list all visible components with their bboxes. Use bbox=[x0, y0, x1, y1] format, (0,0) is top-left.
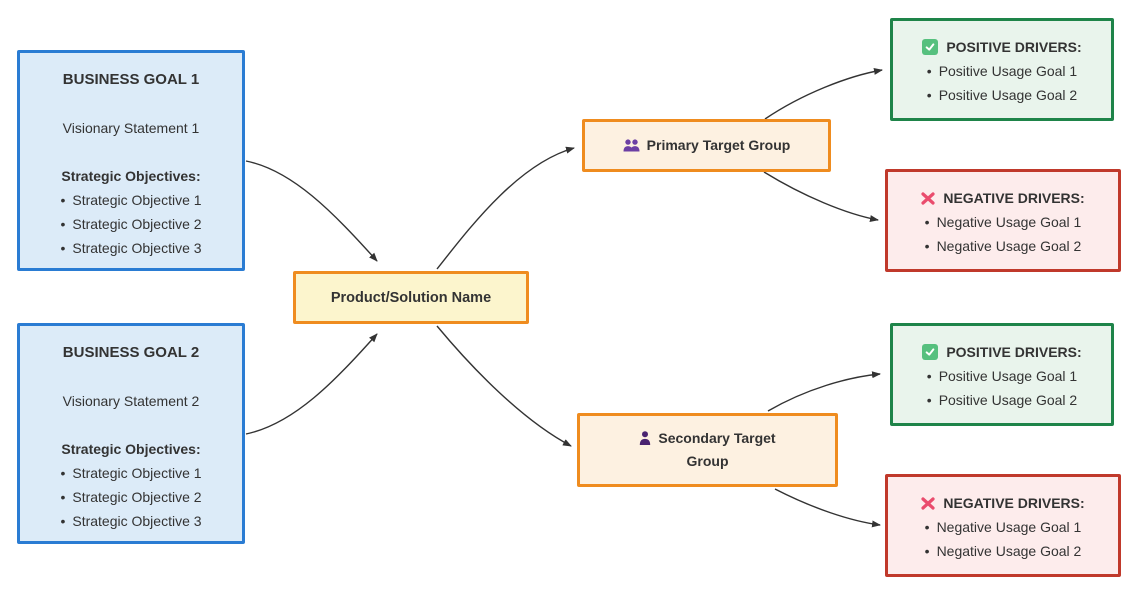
secondary-target-group-node: Secondary Target Group bbox=[577, 413, 838, 487]
negative-drivers-title-row: NEGATIVE DRIVERS: bbox=[888, 186, 1118, 210]
edge-primary-to-positive bbox=[764, 67, 883, 120]
edge-secondary-to-positive bbox=[767, 371, 881, 412]
spacer bbox=[20, 365, 242, 389]
objective-item: • Strategic Objective 1 bbox=[20, 188, 242, 212]
positive-drivers-title-row: POSITIVE DRIVERS: bbox=[893, 340, 1111, 364]
positive-driver-item: • Positive Usage Goal 1 bbox=[893, 364, 1111, 388]
objectives-heading: Strategic Objectives: bbox=[61, 168, 201, 184]
person-icon bbox=[640, 431, 651, 445]
spacer bbox=[20, 140, 242, 164]
bullet-dot: • bbox=[60, 513, 66, 529]
primary-target-group-content: Primary Target Group bbox=[623, 134, 791, 157]
positive-driver-item: • Positive Usage Goal 1 bbox=[893, 59, 1111, 83]
product-solution-label: Product/Solution Name bbox=[330, 289, 492, 306]
bullet-dot: • bbox=[924, 519, 930, 535]
negative-driver-item: • Negative Usage Goal 2 bbox=[888, 234, 1118, 258]
objective-text: Strategic Objective 3 bbox=[72, 513, 202, 529]
objective-item: • Strategic Objective 2 bbox=[20, 212, 242, 236]
negative-driver-item: • Negative Usage Goal 1 bbox=[888, 515, 1118, 539]
edge-secondary-to-negative bbox=[774, 488, 881, 528]
business-goal-1-title: BUSINESS GOAL 1 bbox=[62, 71, 200, 88]
objective-text: Strategic Objective 3 bbox=[72, 240, 202, 256]
business-goal-2-vision: Visionary Statement 2 bbox=[62, 393, 200, 409]
negative-drivers-secondary-node: NEGATIVE DRIVERS: • Negative Usage Goal 1… bbox=[885, 474, 1121, 577]
edge-goal2-to-product bbox=[245, 333, 378, 435]
bullet-dot: • bbox=[926, 63, 932, 79]
positive-drivers-primary-node: POSITIVE DRIVERS: • Positive Usage Goal 1… bbox=[890, 18, 1114, 121]
people-group-icon bbox=[623, 139, 640, 152]
objective-item: • Strategic Objective 1 bbox=[20, 461, 242, 485]
objective-text: Strategic Objective 2 bbox=[72, 216, 202, 232]
cross-icon bbox=[921, 496, 935, 510]
cross-icon bbox=[921, 191, 935, 205]
positive-driver-item: • Positive Usage Goal 2 bbox=[893, 83, 1111, 107]
objective-item: • Strategic Objective 3 bbox=[20, 236, 242, 260]
bullet-dot: • bbox=[926, 87, 932, 103]
driver-text: Negative Usage Goal 2 bbox=[936, 543, 1082, 559]
secondary-target-group-label: Secondary Target Group bbox=[658, 430, 776, 469]
positive-drivers-title-row: POSITIVE DRIVERS: bbox=[893, 35, 1111, 59]
positive-driver-item: • Positive Usage Goal 2 bbox=[893, 388, 1111, 412]
bullet-dot: • bbox=[60, 489, 66, 505]
edge-product-to-secondary bbox=[436, 325, 572, 447]
bullet-dot: • bbox=[60, 192, 66, 208]
driver-text: Positive Usage Goal 1 bbox=[938, 368, 1078, 384]
bullet-dot: • bbox=[924, 543, 930, 559]
bullet-dot: • bbox=[60, 216, 66, 232]
bullet-dot: • bbox=[60, 240, 66, 256]
bullet-dot: • bbox=[926, 392, 932, 408]
product-solution-node: Product/Solution Name bbox=[293, 271, 529, 324]
driver-text: Positive Usage Goal 2 bbox=[938, 87, 1078, 103]
objective-item: • Strategic Objective 2 bbox=[20, 485, 242, 509]
driver-text: Positive Usage Goal 2 bbox=[938, 392, 1078, 408]
positive-drivers-title: POSITIVE DRIVERS: bbox=[946, 344, 1082, 360]
business-goal-1-node: BUSINESS GOAL 1 Visionary Statement 1 St… bbox=[17, 50, 245, 271]
secondary-target-group-content: Secondary Target Group bbox=[622, 427, 794, 473]
edge-goal1-to-product bbox=[245, 160, 378, 262]
bullet-dot: • bbox=[924, 238, 930, 254]
bullet-dot: • bbox=[924, 214, 930, 230]
spacer bbox=[20, 413, 242, 437]
check-icon bbox=[922, 39, 939, 55]
objective-text: Strategic Objective 1 bbox=[72, 465, 202, 481]
primary-target-group-label: Primary Target Group bbox=[646, 137, 791, 153]
driver-text: Negative Usage Goal 1 bbox=[936, 519, 1082, 535]
negative-driver-item: • Negative Usage Goal 1 bbox=[888, 210, 1118, 234]
negative-drivers-title: NEGATIVE DRIVERS: bbox=[943, 190, 1085, 206]
business-goal-1-vision: Visionary Statement 1 bbox=[62, 120, 200, 136]
bullet-dot: • bbox=[60, 465, 66, 481]
positive-drivers-secondary-node: POSITIVE DRIVERS: • Positive Usage Goal 1… bbox=[890, 323, 1114, 426]
negative-driver-item: • Negative Usage Goal 2 bbox=[888, 539, 1118, 563]
check-icon bbox=[922, 344, 939, 360]
negative-drivers-title-row: NEGATIVE DRIVERS: bbox=[888, 491, 1118, 515]
spacer bbox=[20, 92, 242, 116]
negative-drivers-primary-node: NEGATIVE DRIVERS: • Negative Usage Goal 1… bbox=[885, 169, 1121, 272]
business-goal-2-title: BUSINESS GOAL 2 bbox=[62, 344, 200, 361]
objective-text: Strategic Objective 1 bbox=[72, 192, 202, 208]
positive-drivers-title: POSITIVE DRIVERS: bbox=[946, 39, 1082, 55]
driver-text: Negative Usage Goal 2 bbox=[936, 238, 1082, 254]
objective-item: • Strategic Objective 3 bbox=[20, 509, 242, 533]
driver-text: Positive Usage Goal 1 bbox=[938, 63, 1078, 79]
objectives-heading: Strategic Objectives: bbox=[61, 441, 201, 457]
edge-primary-to-negative bbox=[763, 171, 879, 222]
negative-drivers-title: NEGATIVE DRIVERS: bbox=[943, 495, 1085, 511]
driver-text: Negative Usage Goal 1 bbox=[936, 214, 1082, 230]
business-goal-2-node: BUSINESS GOAL 2 Visionary Statement 2 St… bbox=[17, 323, 245, 544]
edge-product-to-primary bbox=[436, 146, 575, 270]
objective-text: Strategic Objective 2 bbox=[72, 489, 202, 505]
primary-target-group-node: Primary Target Group bbox=[582, 119, 831, 172]
bullet-dot: • bbox=[926, 368, 932, 384]
